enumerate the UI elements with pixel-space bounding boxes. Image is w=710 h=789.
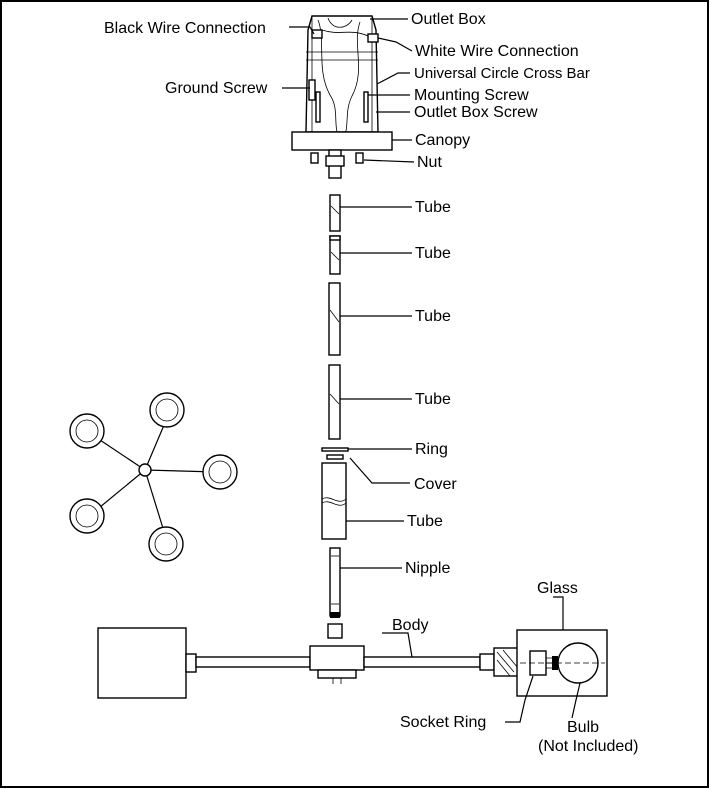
top-view-shade-5-icon: [148, 526, 184, 562]
top-view-shade-4-icon: [69, 498, 105, 534]
label-tube: Tube: [415, 245, 451, 262]
label-black-wire-connection: Black Wire Connection: [104, 20, 266, 37]
label-bulb-not-included: (Not Included): [538, 738, 639, 755]
tube-3-shape: [328, 282, 341, 356]
label-nipple: Nipple: [405, 560, 450, 577]
label-tube: Tube: [415, 199, 451, 216]
body-arm-drawing: [97, 627, 608, 699]
label-outlet-box: Outlet Box: [411, 11, 486, 28]
outlet-box-drawing: [291, 15, 393, 179]
nut-left-icon: [310, 152, 319, 164]
cover-shape: [326, 454, 344, 460]
label-cover: Cover: [414, 476, 457, 493]
label-canopy: Canopy: [415, 132, 470, 149]
top-view-shade-1-icon: [149, 392, 185, 428]
left-glass-shape: [97, 627, 187, 699]
label-tube: Tube: [415, 391, 451, 408]
top-view-drawing: [69, 392, 238, 562]
nipple-shape: [327, 547, 343, 639]
label-glass: Glass: [537, 580, 578, 597]
tube-5-shape: [321, 462, 347, 540]
label-tube: Tube: [407, 513, 443, 530]
white-wire-nut-icon: [367, 33, 379, 43]
ground-screw-icon: [308, 79, 316, 101]
top-view-shade-3-icon: [202, 454, 238, 490]
mounting-screw-right-icon: [363, 91, 369, 123]
tube-stack: [328, 194, 341, 440]
label-ring: Ring: [415, 441, 448, 458]
mounting-screw-left-icon: [315, 91, 321, 123]
label-socket-ring: Socket Ring: [400, 714, 486, 731]
top-view-shade-2-icon: [69, 413, 105, 449]
label-ground-screw: Ground Screw: [165, 80, 268, 97]
label-universal-circle-cross-bar: Universal Circle Cross Bar: [414, 65, 590, 82]
label-bulb: Bulb: [567, 719, 599, 736]
body-hub-shape: [309, 645, 365, 671]
tube-1-shape: [329, 194, 341, 232]
label-outlet-box-screw: Outlet Box Screw: [414, 104, 538, 121]
top-view-center-icon: [138, 463, 152, 477]
label-nut: Nut: [417, 154, 442, 171]
canopy-nut: [325, 155, 345, 167]
tube-2-shape: [329, 235, 341, 275]
label-mounting-screw: Mounting Screw: [414, 87, 529, 104]
leader-lines: [282, 18, 581, 723]
tube-4-shape: [328, 364, 341, 440]
black-wire-nut-icon: [311, 29, 323, 39]
canopy-shape: [291, 131, 393, 151]
label-white-wire-connection: White Wire Connection: [415, 43, 579, 60]
label-body: Body: [392, 617, 428, 634]
nut-right-icon: [355, 152, 364, 164]
label-tube: Tube: [415, 308, 451, 325]
ring-shape: [321, 447, 349, 452]
